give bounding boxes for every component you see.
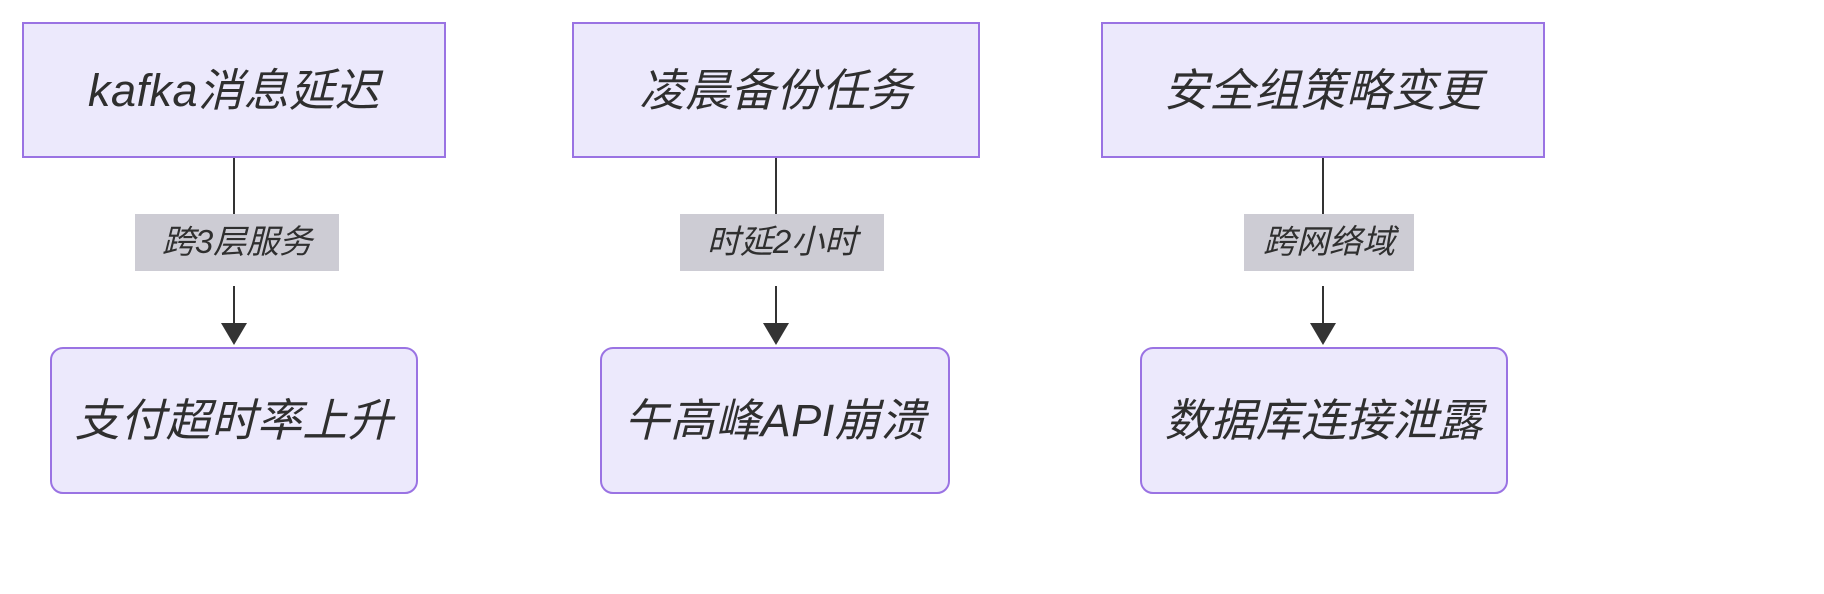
node-cause-kafka-label: kafka消息延迟 (87, 64, 381, 116)
node-effect-backup-label: 午高峰API崩溃 (624, 395, 926, 446)
node-effect-backup[interactable]: 午高峰API崩溃 (600, 347, 950, 494)
arrow-head-kafka (221, 323, 247, 345)
node-effect-secgroup[interactable]: 数据库连接泄露 (1140, 347, 1508, 494)
flow-backup: 凌晨备份任务 时延2小时 午高峰API崩溃 (572, 22, 980, 494)
flow-kafka: kafka消息延迟 跨3层服务 支付超时率上升 (0, 0, 470, 594)
edge-line-secgroup-upper (1322, 158, 1324, 218)
edge-line-secgroup-lower (1322, 286, 1324, 328)
edge-line-kafka-lower (233, 286, 235, 328)
node-cause-secgroup[interactable]: 安全组策略变更 (1101, 22, 1545, 158)
node-effect-kafka[interactable]: 支付超时率上升 (50, 347, 418, 494)
edge-label-backup: 时延2小时 (680, 214, 884, 271)
node-cause-backup[interactable]: 凌晨备份任务 (572, 22, 980, 158)
node-cause-backup-label: 凌晨备份任务 (639, 64, 913, 116)
arrow-head-secgroup (1310, 323, 1336, 345)
edge-label-secgroup: 跨网络域 (1244, 214, 1414, 271)
node-cause-kafka[interactable]: kafka消息延迟 (22, 22, 446, 158)
node-effect-kafka-label: 支付超时率上升 (74, 395, 394, 446)
arrow-head-backup (763, 323, 789, 345)
edge-line-backup-lower (775, 286, 777, 328)
node-cause-secgroup-label: 安全组策略变更 (1163, 64, 1483, 116)
edge-label-kafka: 跨3层服务 (135, 214, 339, 271)
edge-line-backup-upper (775, 158, 777, 218)
edge-line-kafka-upper (233, 158, 235, 218)
node-effect-secgroup-label: 数据库连接泄露 (1164, 395, 1484, 446)
